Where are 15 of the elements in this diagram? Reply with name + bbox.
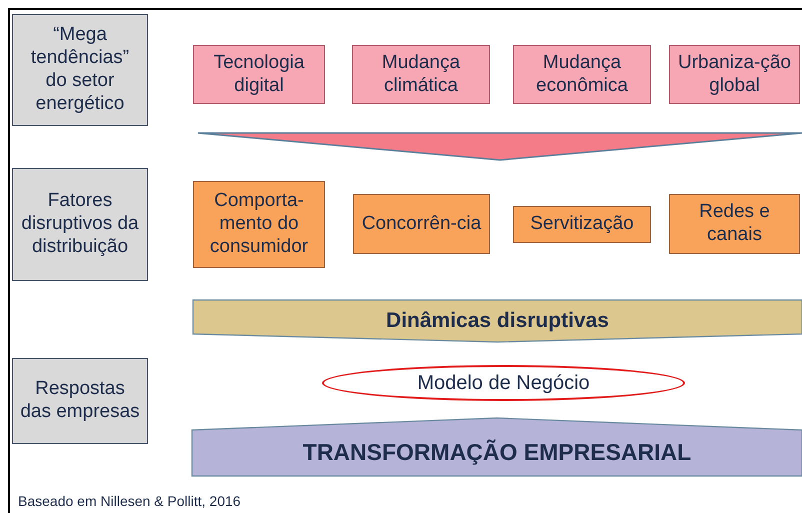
trend-box: Urbaniza-ção global [669, 45, 800, 104]
trend-box: Tecnologia digital [193, 45, 325, 104]
highlight-ellipse: Modelo de Negócio [322, 365, 685, 401]
factor-box: Concorrên-cia [353, 194, 490, 254]
factor-box: Comporta-mento do consumidor [193, 181, 325, 268]
category-box: Respostas das empresas [12, 358, 148, 444]
trend-box: Mudança climática [352, 45, 490, 104]
factor-box: Servitização [513, 206, 651, 243]
banner-label: TRANSFORMAÇÃO EMPRESARIAL [302, 439, 692, 467]
source-caption: Baseado em Nillesen & Pollitt, 2016 [18, 493, 241, 509]
banner-label: Dinâmicas disruptivas [386, 308, 609, 334]
category-box: “Mega tendências” do setor energético [12, 14, 148, 126]
category-box: Fatores disruptivos da distribuição [12, 168, 148, 281]
trend-box: Mudança econômica [513, 45, 651, 104]
factor-box: Redes e canais [669, 194, 800, 254]
